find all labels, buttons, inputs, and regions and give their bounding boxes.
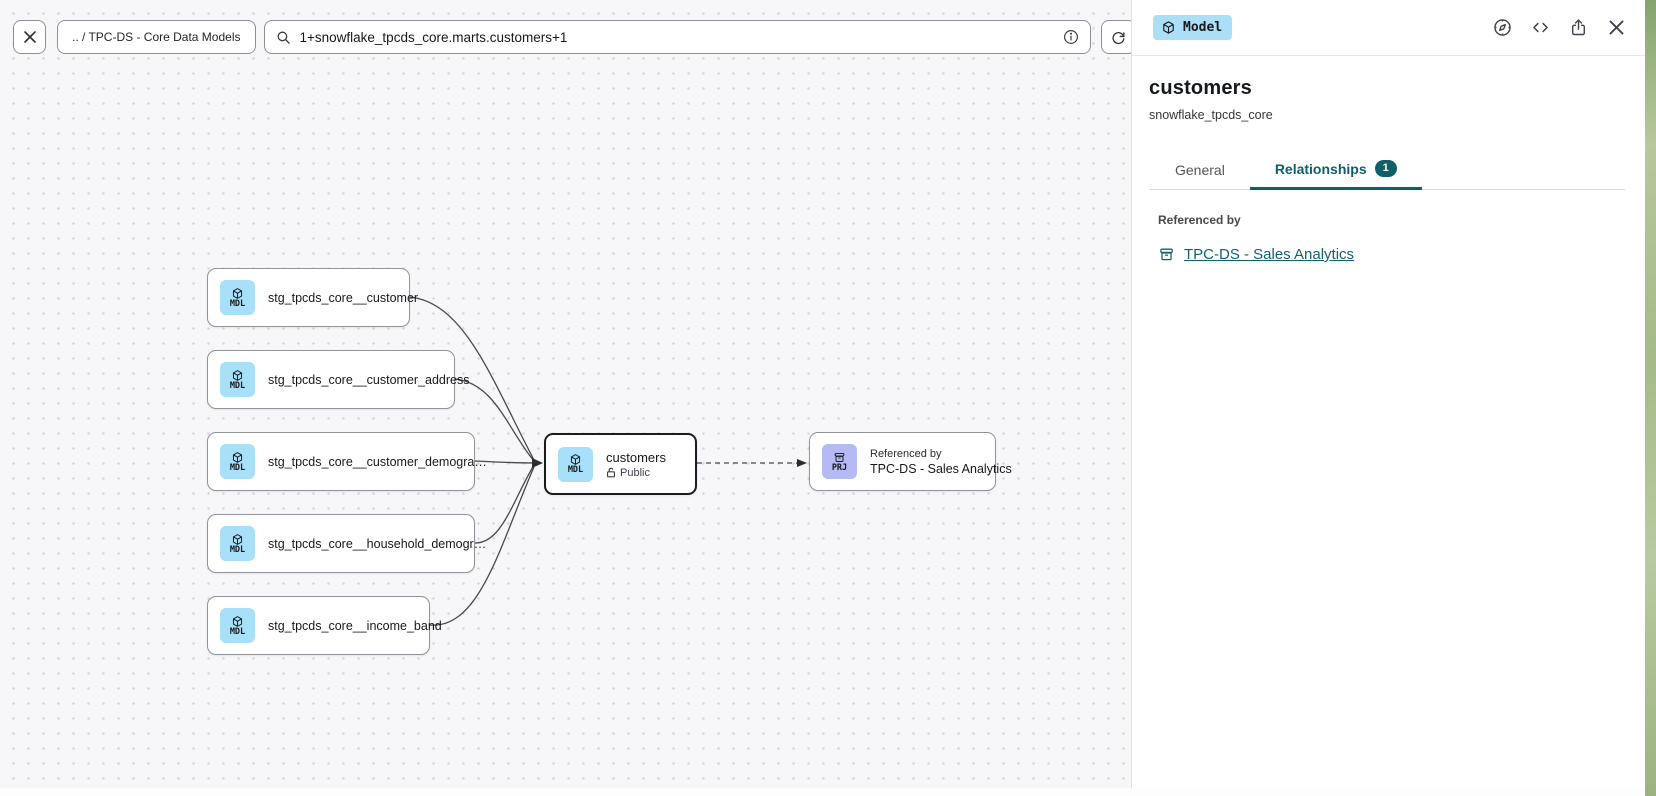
panel-tabs: General Relationships 1 xyxy=(1149,151,1625,190)
close-lineage-button[interactable] xyxy=(13,20,46,54)
lineage-canvas[interactable]: MDL stg_tpcds_core__customer MDL stg_tpc… xyxy=(0,0,1136,796)
resource-type-label: Model xyxy=(1183,20,1223,35)
panel-body: customers snowflake_tpcds_core General R… xyxy=(1132,56,1645,263)
cube-icon xyxy=(232,287,243,299)
lineage-toolbar: .. / TPC-DS - Core Data Models xyxy=(13,20,1136,54)
node-tpc-ds-sales-analytics[interactable]: PRJ Referenced by TPC-DS - Sales Analyti… xyxy=(809,432,1012,491)
share-button[interactable] xyxy=(1567,17,1589,39)
share-icon xyxy=(1571,19,1585,36)
canvas-bottom-edge xyxy=(0,788,1645,796)
model-badge: MDL xyxy=(220,444,255,479)
close-icon xyxy=(23,31,36,43)
resource-type-chip: Model xyxy=(1153,15,1233,40)
tab-general[interactable]: General xyxy=(1175,162,1225,178)
model-badge: MDL xyxy=(558,446,593,482)
explore-lineage-icon xyxy=(1493,19,1511,36)
badge-label: MDL xyxy=(567,465,584,475)
tab-relationships[interactable]: Relationships 1 xyxy=(1249,151,1422,190)
lineage-search[interactable] xyxy=(263,20,1091,54)
node-stg-tpcds-core-customer-address[interactable]: MDL stg_tpcds_core__customer_address xyxy=(207,350,470,409)
badge-label: MDL xyxy=(229,380,246,391)
explore-lineage-button[interactable] xyxy=(1491,17,1513,39)
model-badge: MDL xyxy=(220,608,255,643)
node-stg-tpcds-core-income-band[interactable]: MDL stg_tpcds_core__income_band xyxy=(207,596,442,655)
tab-label: Relationships xyxy=(1274,160,1367,177)
page-title: customers xyxy=(1149,77,1252,99)
desktop-edge-strip xyxy=(1645,0,1656,796)
cube-icon xyxy=(232,369,243,381)
node-stg-tpcds-core-customer[interactable]: MDL stg_tpcds_core__customer xyxy=(207,268,418,327)
node-sublabel: Referenced by xyxy=(870,447,942,460)
node-label: stg_tpcds_core__income_band xyxy=(268,618,442,633)
cube-icon xyxy=(232,533,243,545)
close-panel-button[interactable] xyxy=(1605,17,1627,39)
node-customers[interactable]: MDL customers Public xyxy=(544,433,697,495)
cube-icon xyxy=(232,615,243,627)
package-name: snowflake_tpcds_core xyxy=(1149,108,1273,122)
search-input[interactable] xyxy=(299,29,1062,45)
node-label: customers xyxy=(606,449,666,465)
node-label: stg_tpcds_core__customer xyxy=(268,290,419,305)
details-panel: Model customers snowflake_tpcds_core xyxy=(1131,0,1645,796)
search-icon xyxy=(277,31,290,44)
access-label: Public xyxy=(620,466,650,479)
badge-label: MDL xyxy=(229,626,246,637)
cube-icon xyxy=(570,454,581,465)
code-icon xyxy=(1532,22,1548,33)
referenced-by-section: Referenced by TPC-DS - Sales Analytics xyxy=(1149,190,1625,263)
close-icon xyxy=(1609,20,1623,35)
panel-header: Model xyxy=(1132,0,1645,56)
lineage-edges xyxy=(409,296,807,626)
project-badge: PRJ xyxy=(822,444,857,479)
model-badge: MDL xyxy=(220,280,255,315)
reference-link[interactable]: TPC-DS - Sales Analytics xyxy=(1184,246,1355,263)
node-label: stg_tpcds_core__customer_address xyxy=(268,372,470,387)
refresh-icon xyxy=(1111,31,1124,44)
section-label: Referenced by xyxy=(1158,213,1241,227)
model-badge: MDL xyxy=(220,526,255,561)
view-code-button[interactable] xyxy=(1529,17,1551,39)
badge-label: MDL xyxy=(229,462,246,473)
lock-open-icon xyxy=(607,467,616,478)
cube-icon xyxy=(1163,21,1174,34)
cube-icon xyxy=(232,451,243,463)
breadcrumb[interactable]: .. / TPC-DS - Core Data Models xyxy=(57,20,256,54)
model-badge: MDL xyxy=(220,362,255,397)
badge-label: MDL xyxy=(229,544,246,555)
badge-label: MDL xyxy=(229,298,246,309)
node-stg-tpcds-core-household-demographics[interactable]: MDL stg_tpcds_core__household_demogr… xyxy=(207,514,486,573)
relationships-count-badge: 1 xyxy=(1374,160,1397,177)
node-label: stg_tpcds_core__household_demogr… xyxy=(268,536,487,551)
project-icon xyxy=(834,452,845,462)
badge-label: PRJ xyxy=(831,462,848,473)
info-icon[interactable] xyxy=(1062,28,1080,46)
project-icon xyxy=(1160,248,1173,261)
reference-link-row[interactable]: TPC-DS - Sales Analytics xyxy=(1158,246,1625,263)
node-label: stg_tpcds_core__customer_demogra… xyxy=(268,454,487,469)
refresh-lineage-button[interactable] xyxy=(1100,20,1136,54)
node-stg-tpcds-core-customer-demographics[interactable]: MDL stg_tpcds_core__customer_demogra… xyxy=(207,432,487,491)
node-label: TPC-DS - Sales Analytics xyxy=(870,461,1012,476)
